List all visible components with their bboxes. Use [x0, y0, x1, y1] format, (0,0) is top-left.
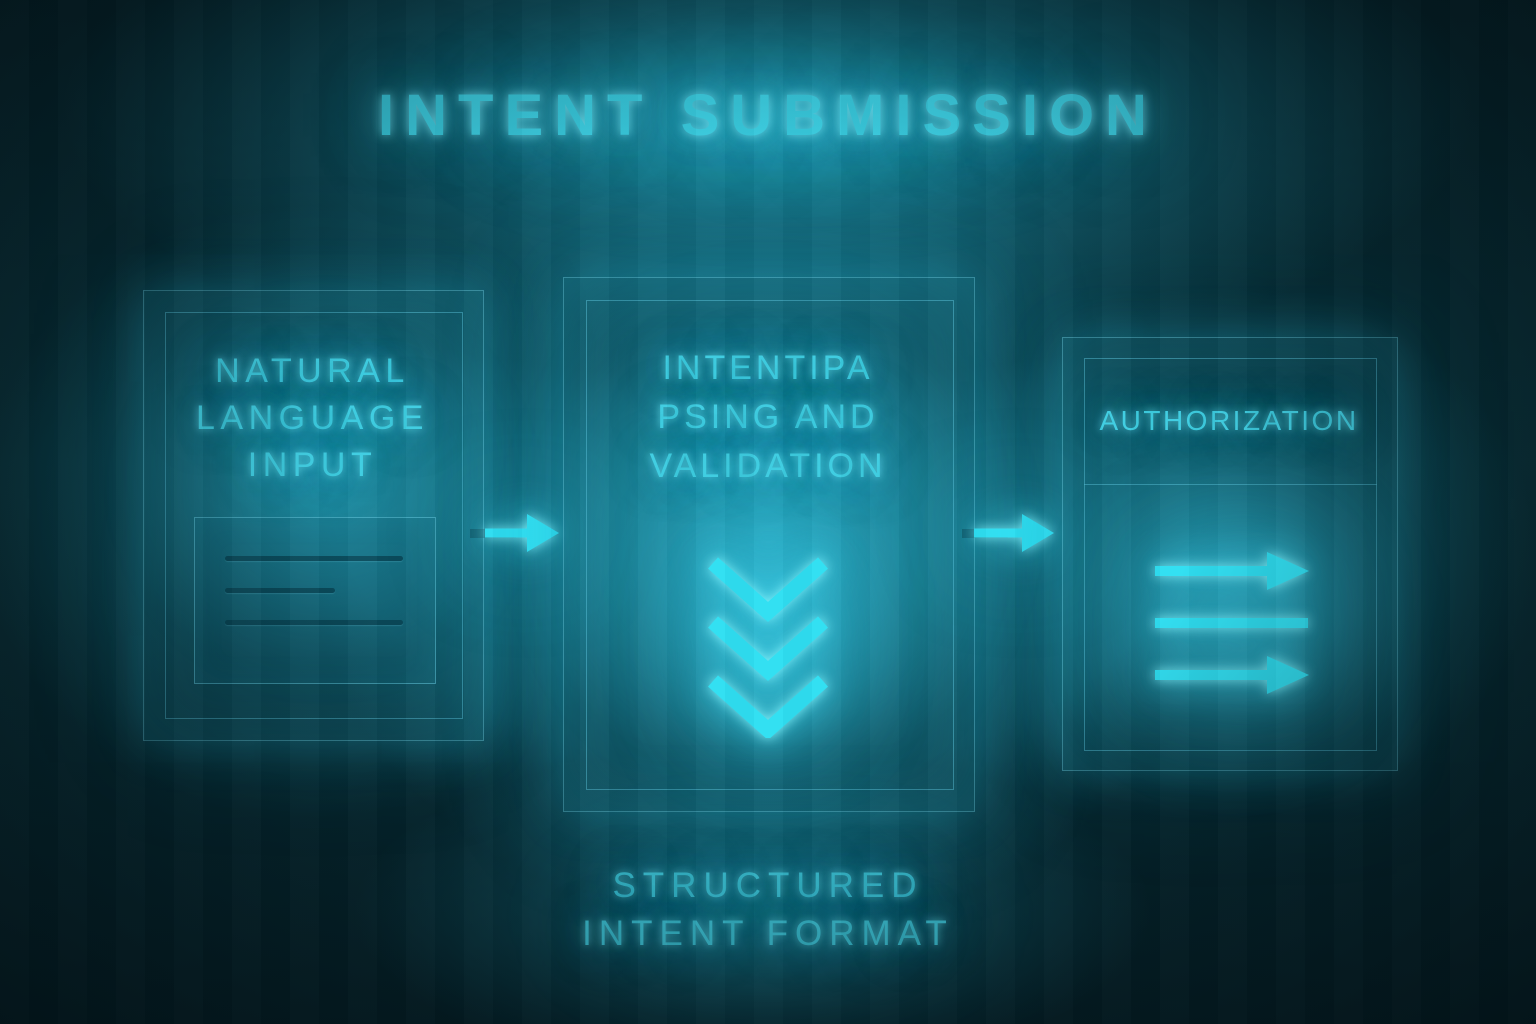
node-label-natural-language-input: NATURAL LANGUAGE INPUT — [143, 348, 482, 489]
label-line: INPUT — [247, 446, 378, 484]
label-line: LANGUAGE — [196, 399, 429, 437]
triple-chevron-down-icon — [708, 557, 828, 738]
label-line: NATURAL — [215, 352, 410, 390]
document-text-lines-icon — [194, 517, 436, 684]
label-line: VALIDATION — [649, 447, 887, 485]
arrow-right-icon — [485, 514, 559, 552]
node-label-authorization: AUTHORIZATION — [1083, 357, 1375, 484]
caption-line: INTENT FORMAT — [582, 914, 954, 953]
label-line: AUTHORIZATION — [1099, 404, 1359, 436]
diagram-caption: STRUCTURED INTENT FORMAT — [0, 862, 1536, 958]
node-label-intent-parsing-and-validation: INTENTIPA PSING AND VALIDATION — [563, 344, 973, 491]
label-line: INTENTIPA — [662, 349, 874, 387]
document-line — [225, 588, 335, 593]
label-line: PSING AND — [657, 398, 879, 436]
diagram-title: INTENT SUBMISSION — [378, 83, 1158, 148]
section-divider — [1084, 484, 1377, 485]
document-line — [225, 556, 403, 561]
arrow-right-icon — [974, 514, 1054, 552]
caption-line: STRUCTURED — [612, 866, 924, 905]
document-line — [225, 620, 403, 625]
exchange-arrows-icon — [1155, 552, 1309, 694]
